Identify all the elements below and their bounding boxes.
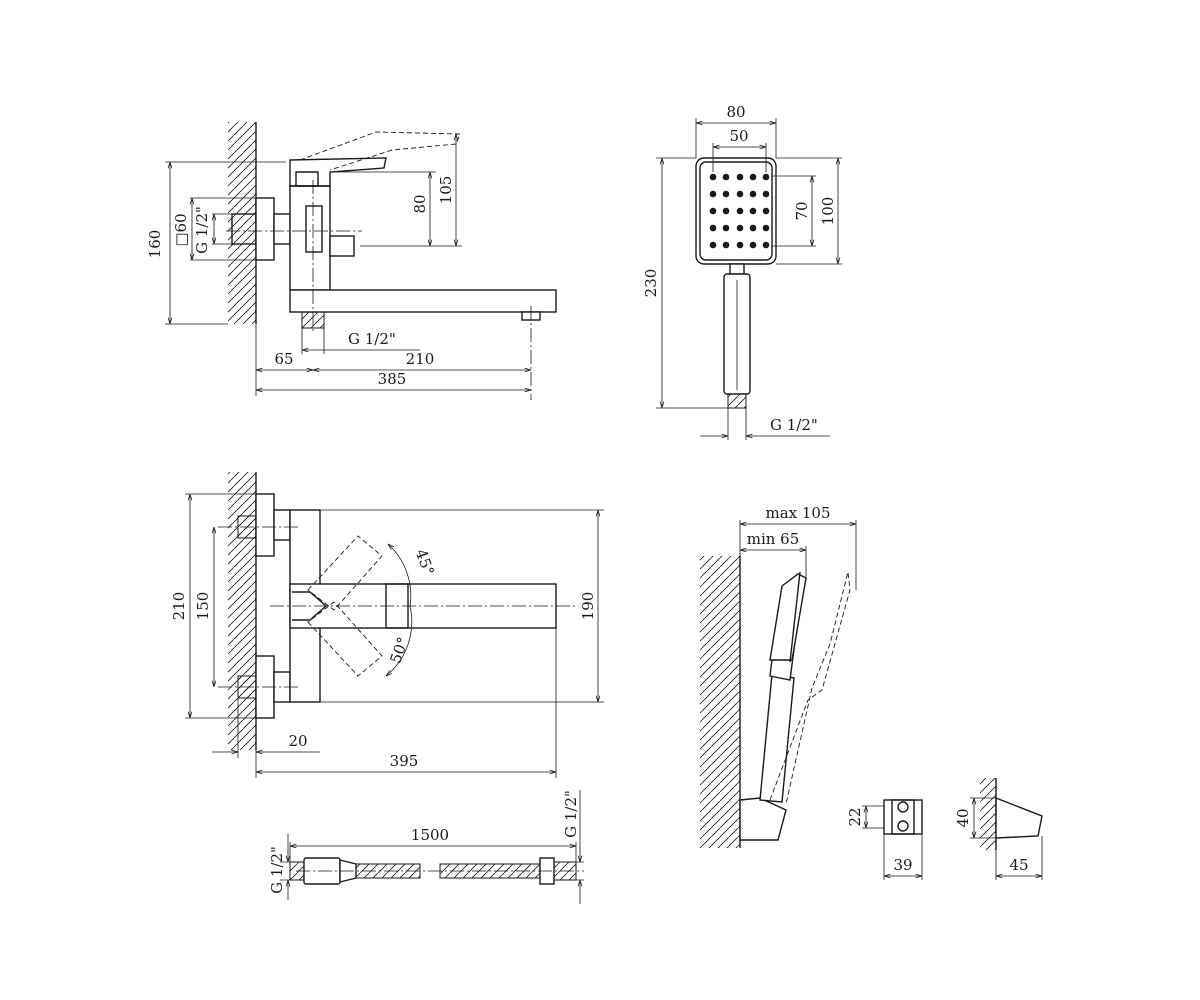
dim-angle-lower: 50°	[386, 635, 412, 666]
dim-max-reach: max 105	[765, 504, 830, 522]
dim-spout-width: 190	[579, 592, 597, 621]
dim-bracket-height: 22	[846, 807, 864, 826]
dim-head-height-inner: 70	[793, 201, 811, 220]
dim-head-height-outer: 100	[819, 197, 837, 226]
wall-hatch-top	[228, 472, 256, 750]
dim-spout: 210	[406, 350, 435, 368]
dim-height-total: 160	[146, 230, 164, 259]
dim-spacing-outer: 210	[170, 592, 188, 621]
dim-hose-thread-right: G 1/2"	[562, 790, 580, 838]
dim-spacing-inner: 150	[194, 592, 212, 621]
side-view: 160 □60 G 1/2" 80 105 G 1/2" 65 210 385	[146, 122, 557, 400]
dim-min-reach: min 65	[747, 530, 800, 548]
dim-square: □60	[172, 213, 190, 246]
wall-hatch-holder	[700, 556, 740, 848]
holder-view: max 105 min 65	[700, 504, 857, 848]
dim-handle-height-max: 105	[437, 176, 455, 205]
dim-hose-length: 1500	[411, 826, 449, 844]
dim-inlet-thread: G 1/2"	[193, 206, 211, 254]
dim-bracket-width: 39	[893, 856, 912, 874]
dim-head-length: 230	[642, 269, 660, 298]
shower-head-view: 80 50 70 100 230 G 1/2"	[642, 103, 842, 440]
bracket-front-view: 22 39	[846, 799, 923, 880]
dim-bracket-side-height: 40	[954, 808, 972, 827]
dim-handle-height: 80	[411, 194, 429, 213]
dim-offset: 65	[274, 350, 293, 368]
top-view: 45° 50° 210 150 190 20 395	[170, 472, 604, 778]
dim-head-width-outer: 80	[726, 103, 745, 121]
dim-reach: 395	[390, 752, 419, 770]
dim-outlet-thread: G 1/2"	[348, 330, 396, 348]
dim-head-thread: G 1/2"	[770, 416, 818, 434]
dim-hose-thread-left: G 1/2"	[268, 846, 286, 894]
dim-wall-offset: 20	[288, 732, 307, 750]
dim-length: 385	[378, 370, 407, 388]
dim-bracket-side-depth: 45	[1009, 856, 1028, 874]
spray-nozzles	[709, 173, 770, 249]
hose-view: 1500 G 1/2" G 1/2"	[268, 790, 584, 904]
dim-head-width-inner: 50	[729, 127, 748, 145]
dim-angle-upper: 45°	[412, 547, 438, 578]
bracket-side-view: 40 45	[954, 778, 1043, 880]
